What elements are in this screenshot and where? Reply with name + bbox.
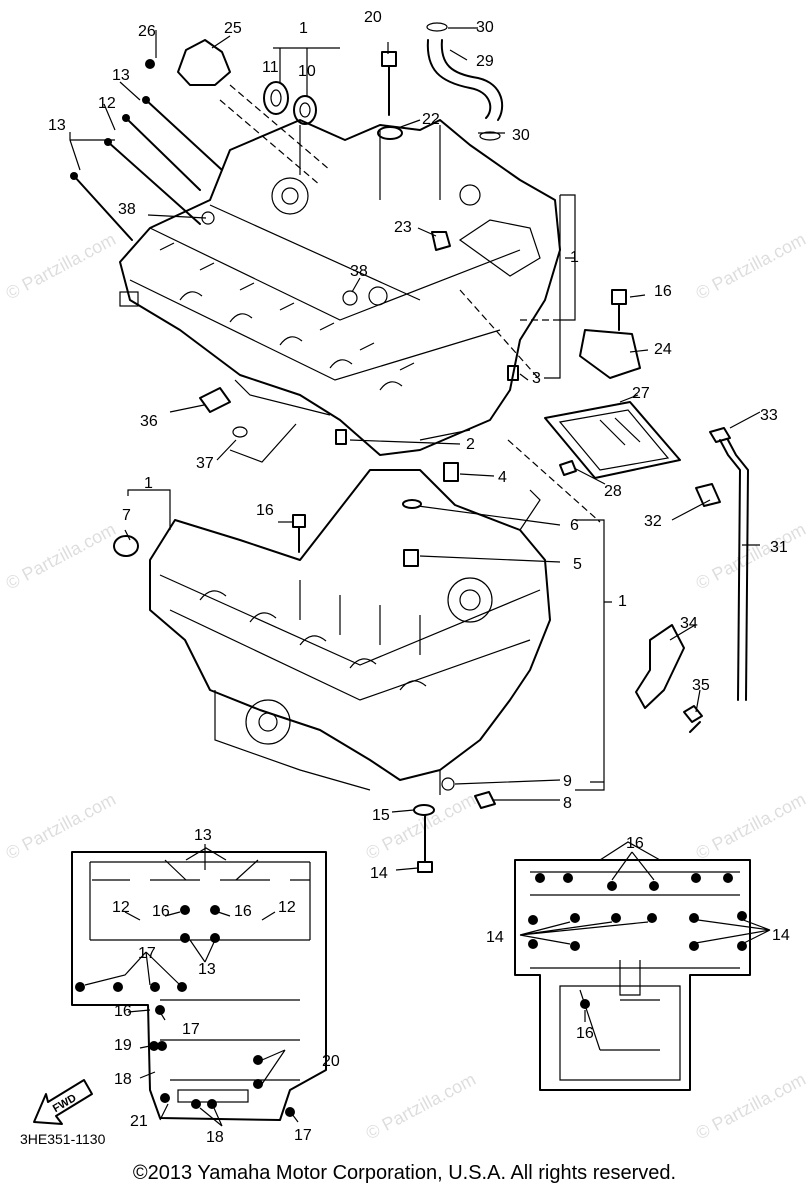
callout-16: 16 bbox=[654, 283, 672, 300]
callout-16: 16 bbox=[114, 1003, 132, 1020]
watermark: © Partzilla.com bbox=[362, 1069, 478, 1144]
callout-36: 36 bbox=[140, 413, 158, 430]
callout-3: 3 bbox=[532, 370, 541, 387]
breather-hose bbox=[426, 22, 504, 141]
callout-31: 31 bbox=[770, 539, 788, 556]
callout-27: 27 bbox=[632, 385, 650, 402]
callout-25: 25 bbox=[224, 20, 242, 37]
callout-26: 26 bbox=[138, 23, 156, 40]
callout-13: 13 bbox=[194, 827, 212, 844]
callout-20: 20 bbox=[322, 1053, 340, 1070]
callout-21: 21 bbox=[130, 1113, 148, 1130]
callout-16: 16 bbox=[152, 903, 170, 920]
shift-lever bbox=[635, 624, 703, 733]
callout-17: 17 bbox=[182, 1021, 200, 1038]
oil-strainer bbox=[544, 401, 681, 479]
callout-13: 13 bbox=[112, 67, 130, 84]
callout-1: 1 bbox=[570, 249, 579, 266]
callout-11: 11 bbox=[262, 59, 279, 76]
top-bolt bbox=[377, 51, 403, 140]
watermark: © Partzilla.com bbox=[2, 229, 118, 304]
callout-1: 1 bbox=[144, 475, 153, 492]
callout-6: 6 bbox=[570, 517, 579, 534]
callout-1: 1 bbox=[299, 20, 308, 37]
upper-crankcase bbox=[119, 119, 561, 456]
callout-19: 19 bbox=[114, 1037, 132, 1054]
bracket-assembly bbox=[579, 289, 641, 379]
callout-17: 17 bbox=[138, 945, 156, 962]
callout-38: 38 bbox=[350, 263, 368, 280]
inset-upper-bolt-pattern bbox=[71, 844, 327, 1127]
callout-37: 37 bbox=[196, 455, 214, 472]
callout-1: 1 bbox=[618, 593, 627, 610]
callout-16: 16 bbox=[256, 502, 274, 519]
inset-lower-bolt-pattern bbox=[514, 841, 771, 1091]
part-code: 3HE351-1130 bbox=[20, 1131, 106, 1147]
copyright-notice: ©2013 Yamaha Motor Corporation, U.S.A. A… bbox=[132, 1162, 677, 1184]
watermark: © Partzilla.com bbox=[2, 519, 118, 594]
callout-14: 14 bbox=[772, 927, 790, 944]
sensor-assembly bbox=[199, 387, 297, 463]
callout-13: 13 bbox=[198, 961, 216, 978]
watermark: © Partzilla.com bbox=[692, 519, 808, 594]
callout-29: 29 bbox=[476, 53, 494, 70]
callout-16: 16 bbox=[626, 835, 644, 852]
callout-10: 10 bbox=[298, 63, 316, 80]
callout-13: 13 bbox=[48, 117, 66, 134]
callout-9: 9 bbox=[563, 773, 572, 790]
callout-24: 24 bbox=[654, 341, 672, 358]
leader-lines bbox=[69, 27, 761, 871]
callout-23: 23 bbox=[394, 219, 412, 236]
callout-8: 8 bbox=[563, 795, 572, 812]
stud-bolts bbox=[70, 96, 223, 241]
watermark: © Partzilla.com bbox=[692, 789, 808, 864]
callout-38: 38 bbox=[118, 201, 136, 218]
callout-14: 14 bbox=[486, 929, 504, 946]
gauge-tube bbox=[695, 427, 749, 701]
callout-28: 28 bbox=[604, 483, 622, 500]
callout-labels: 1 1 1 1 2 3 4 5 6 7 8 9 10 11 12 12 12 1… bbox=[48, 9, 790, 1146]
callout-5: 5 bbox=[573, 556, 582, 573]
callout-32: 32 bbox=[644, 513, 662, 530]
callout-17: 17 bbox=[294, 1127, 312, 1144]
callout-22: 22 bbox=[422, 111, 440, 128]
callout-33: 33 bbox=[760, 407, 778, 424]
watermark: © Partzilla.com bbox=[692, 1069, 808, 1144]
callout-16: 16 bbox=[576, 1025, 594, 1042]
bolt-markers bbox=[75, 905, 295, 1117]
cover-plate bbox=[145, 39, 231, 86]
callout-30: 30 bbox=[512, 127, 530, 144]
callout-18: 18 bbox=[114, 1071, 132, 1088]
callout-30: 30 bbox=[476, 19, 494, 36]
callout-15: 15 bbox=[372, 807, 390, 824]
callout-20: 20 bbox=[364, 9, 382, 26]
callout-14: 14 bbox=[370, 865, 388, 882]
callout-34: 34 bbox=[680, 615, 698, 632]
callout-12: 12 bbox=[98, 95, 116, 112]
small-fasteners bbox=[113, 211, 519, 873]
callout-16: 16 bbox=[234, 903, 252, 920]
bolt-markers bbox=[528, 873, 747, 1009]
callout-35: 35 bbox=[692, 677, 710, 694]
callout-18: 18 bbox=[206, 1129, 224, 1146]
callout-2: 2 bbox=[466, 436, 475, 453]
lower-crankcase bbox=[149, 469, 551, 795]
oil-seal-parts bbox=[219, 81, 331, 186]
callout-7: 7 bbox=[122, 507, 131, 524]
callout-12: 12 bbox=[278, 899, 296, 916]
callout-12: 12 bbox=[112, 899, 130, 916]
callout-4: 4 bbox=[498, 469, 507, 486]
forward-arrow: FWD bbox=[33, 1079, 93, 1125]
watermark: © Partzilla.com bbox=[362, 789, 478, 864]
watermark: © Partzilla.com bbox=[692, 229, 808, 304]
